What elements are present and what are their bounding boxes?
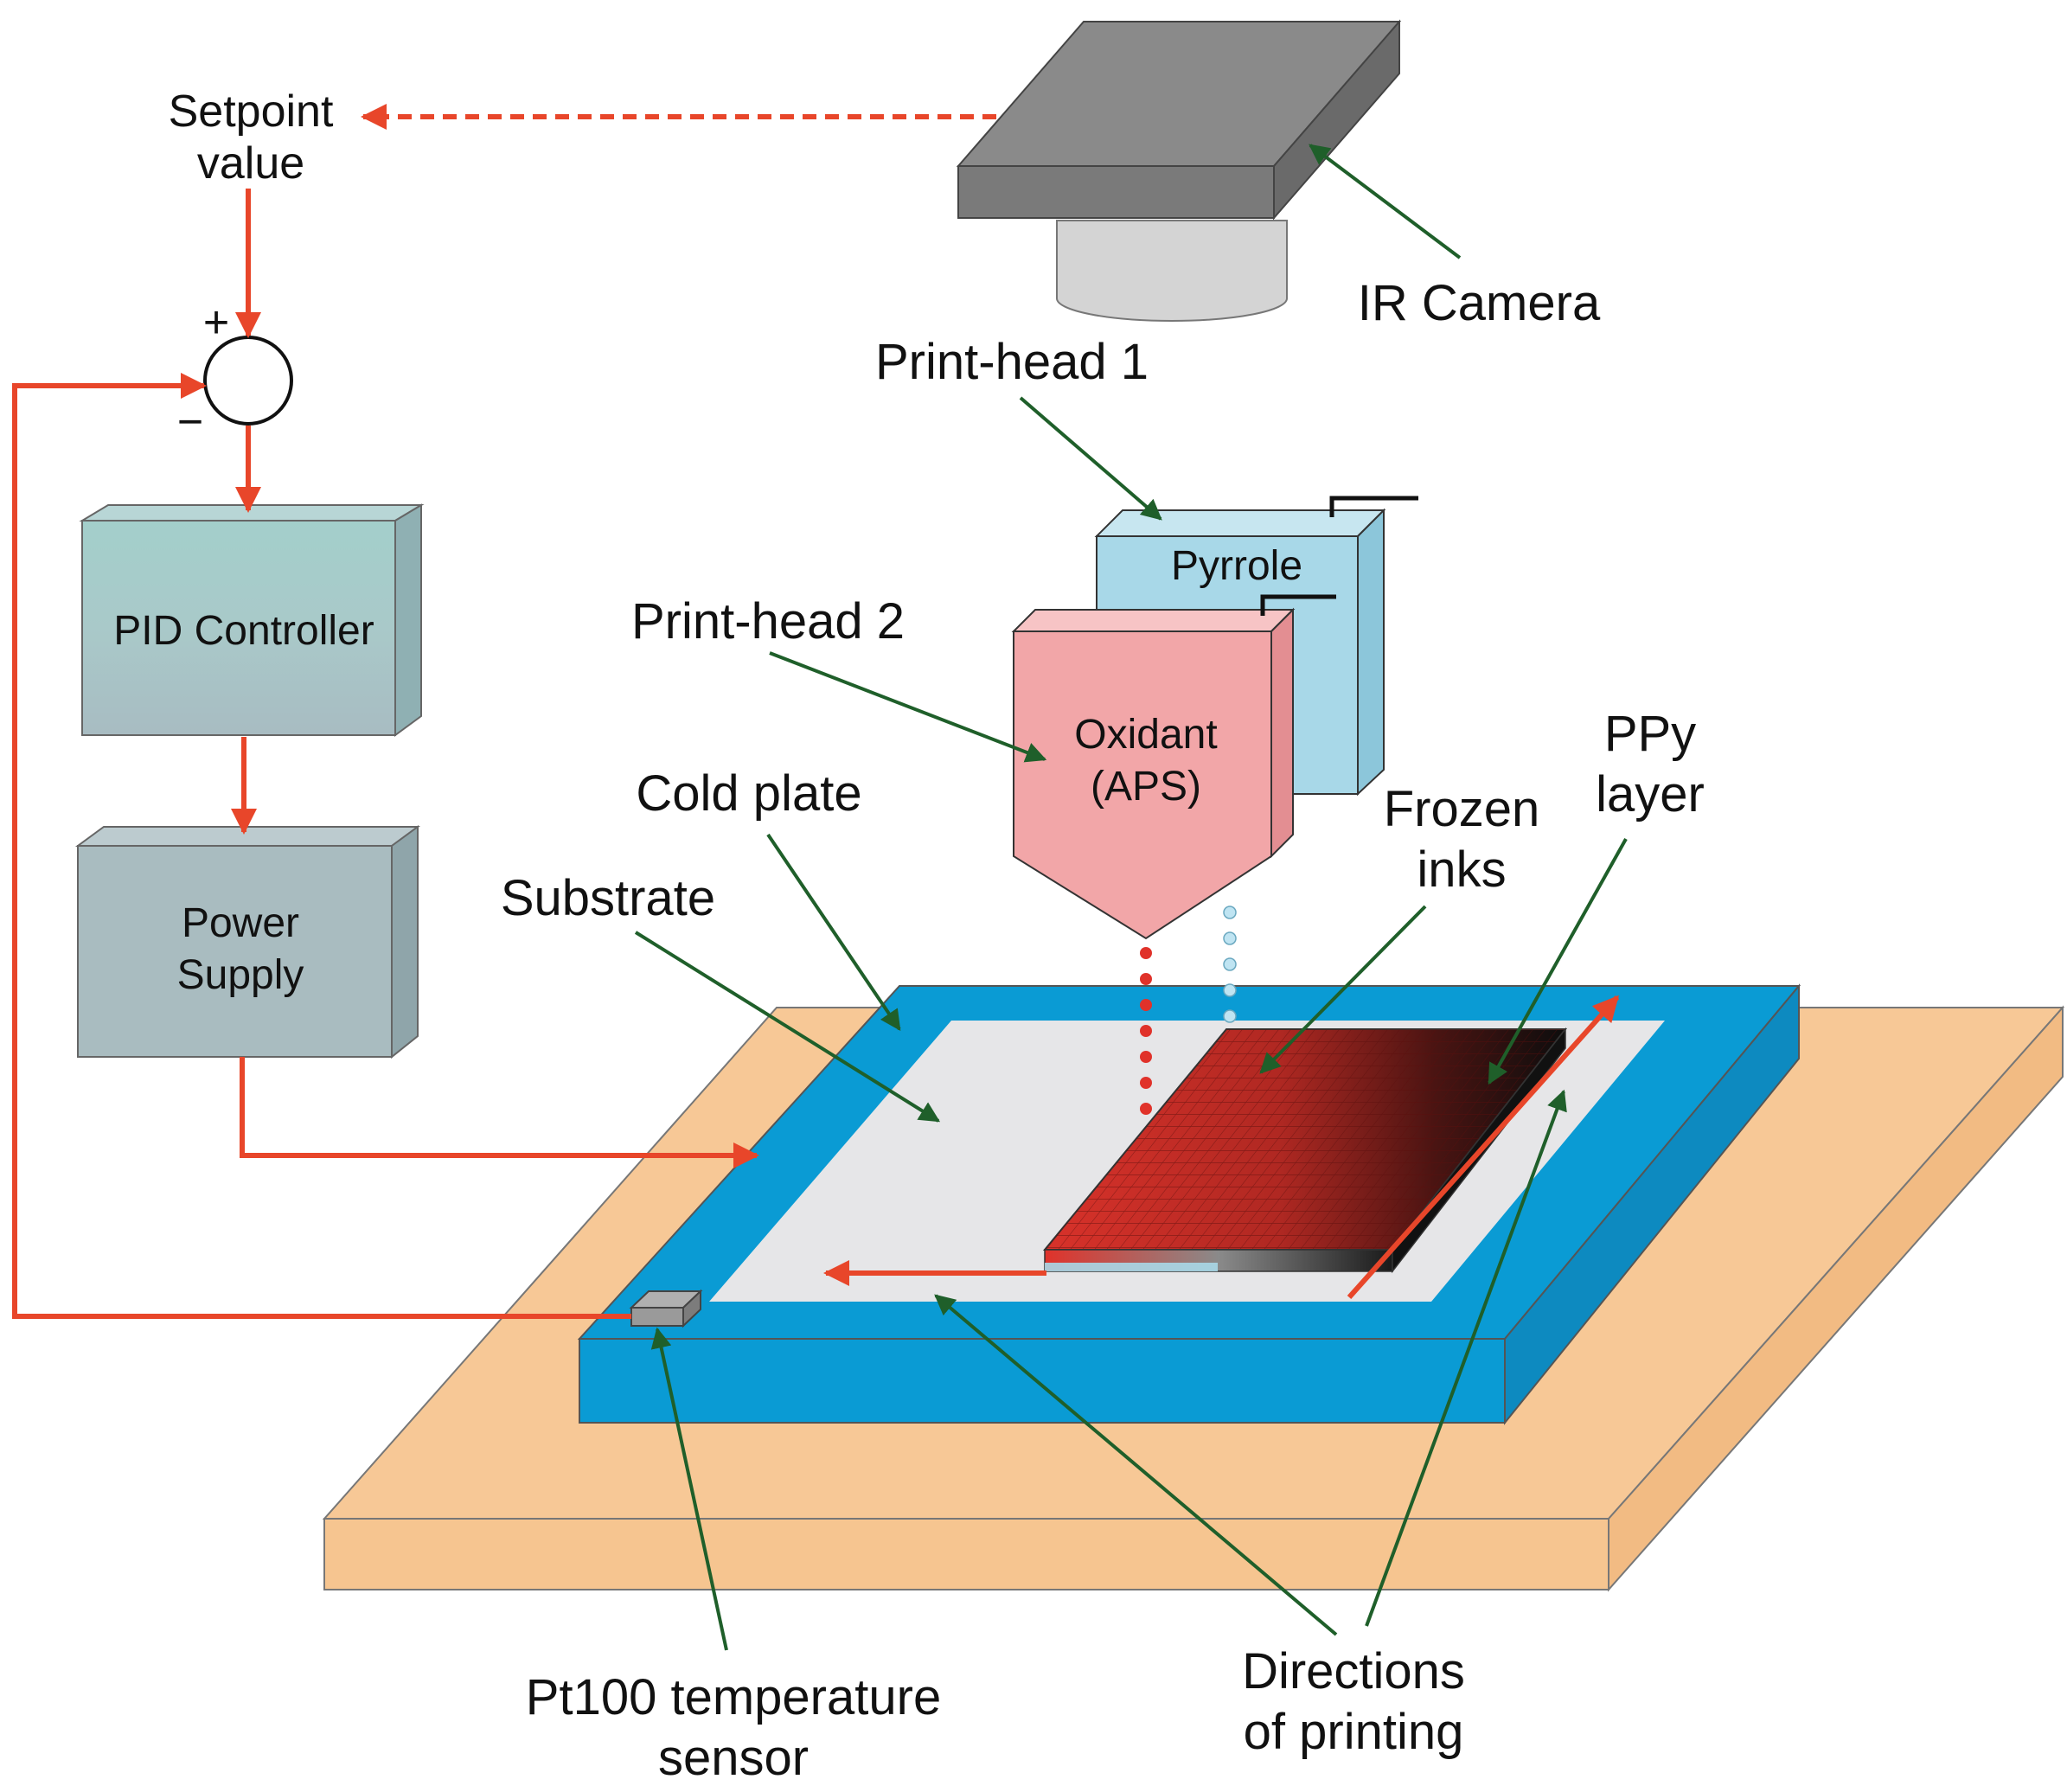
pyrrole-droplets — [1223, 906, 1237, 1023]
power-supply-label-line2: Supply — [177, 952, 304, 998]
directions-left-pointer — [934, 1294, 1338, 1636]
print-head-1-pointer — [1019, 396, 1162, 521]
pid-controller-label: PID Controller — [113, 608, 374, 654]
power-supply-box — [74, 825, 421, 1059]
pt100-pointer — [650, 1327, 728, 1651]
frozen-inks-label-line2: inks — [1417, 842, 1506, 898]
ir-camera — [956, 19, 1402, 322]
label-pointer-arrows — [634, 144, 1628, 1651]
plus-sign: + — [203, 298, 229, 348]
setpoint-label-line2: value — [197, 138, 304, 189]
setpoint-label-line1: Setpoint — [169, 86, 334, 137]
directions-label-line2: of printing — [1244, 1704, 1464, 1760]
direction-arrow-diagonal — [1347, 995, 1620, 1299]
cold-plate-pointer — [766, 833, 901, 1031]
substrate-pointer — [634, 931, 941, 1123]
oxidant-droplets — [1140, 947, 1152, 1115]
frozen-inks-pointer — [1259, 905, 1427, 1074]
pid-controller-box — [79, 503, 425, 737]
print-head-2-label: Print-head 2 — [631, 593, 905, 650]
directions-label-line1: Directions — [1242, 1643, 1465, 1699]
power-to-plate-arrow — [240, 1057, 759, 1168]
control-loop-arrows — [12, 104, 1620, 1319]
pt100-label-line1: Pt100 temperature — [526, 1669, 941, 1725]
oxidant-label-line1: Oxidant — [1074, 712, 1217, 758]
oxidant-label-line2: (APS) — [1091, 764, 1201, 810]
frozen-inks-label-line1: Frozen — [1384, 781, 1540, 837]
pt100-sensor — [629, 1289, 703, 1328]
ir-camera-pointer — [1309, 144, 1462, 259]
substrate-label: Substrate — [501, 870, 715, 926]
print-head-2-oxidant — [1011, 594, 1336, 940]
power-supply-label-line1: Power — [182, 900, 299, 946]
sensor-feedback-arrow — [12, 373, 631, 1319]
summing-junction — [203, 336, 293, 426]
labels: Setpoint value + − PID Controller Power … — [113, 86, 1705, 1786]
ppy-layer-label-line1: PPy — [1604, 706, 1696, 762]
cold-plate-label: Cold plate — [636, 765, 861, 822]
pt100-label-line2: sensor — [658, 1730, 809, 1786]
ppy-layer-label-line2: layer — [1596, 766, 1705, 822]
minus-sign: − — [177, 397, 203, 447]
ppy-layer-pointer — [1488, 838, 1628, 1085]
print-head-2-pointer — [769, 651, 1047, 763]
ir-camera-label: IR Camera — [1358, 275, 1601, 331]
print-head-1-label: Print-head 1 — [875, 334, 1149, 390]
directions-diagonal-pointer — [1365, 1089, 1567, 1627]
pyrrole-label: Pyrrole — [1171, 543, 1302, 589]
